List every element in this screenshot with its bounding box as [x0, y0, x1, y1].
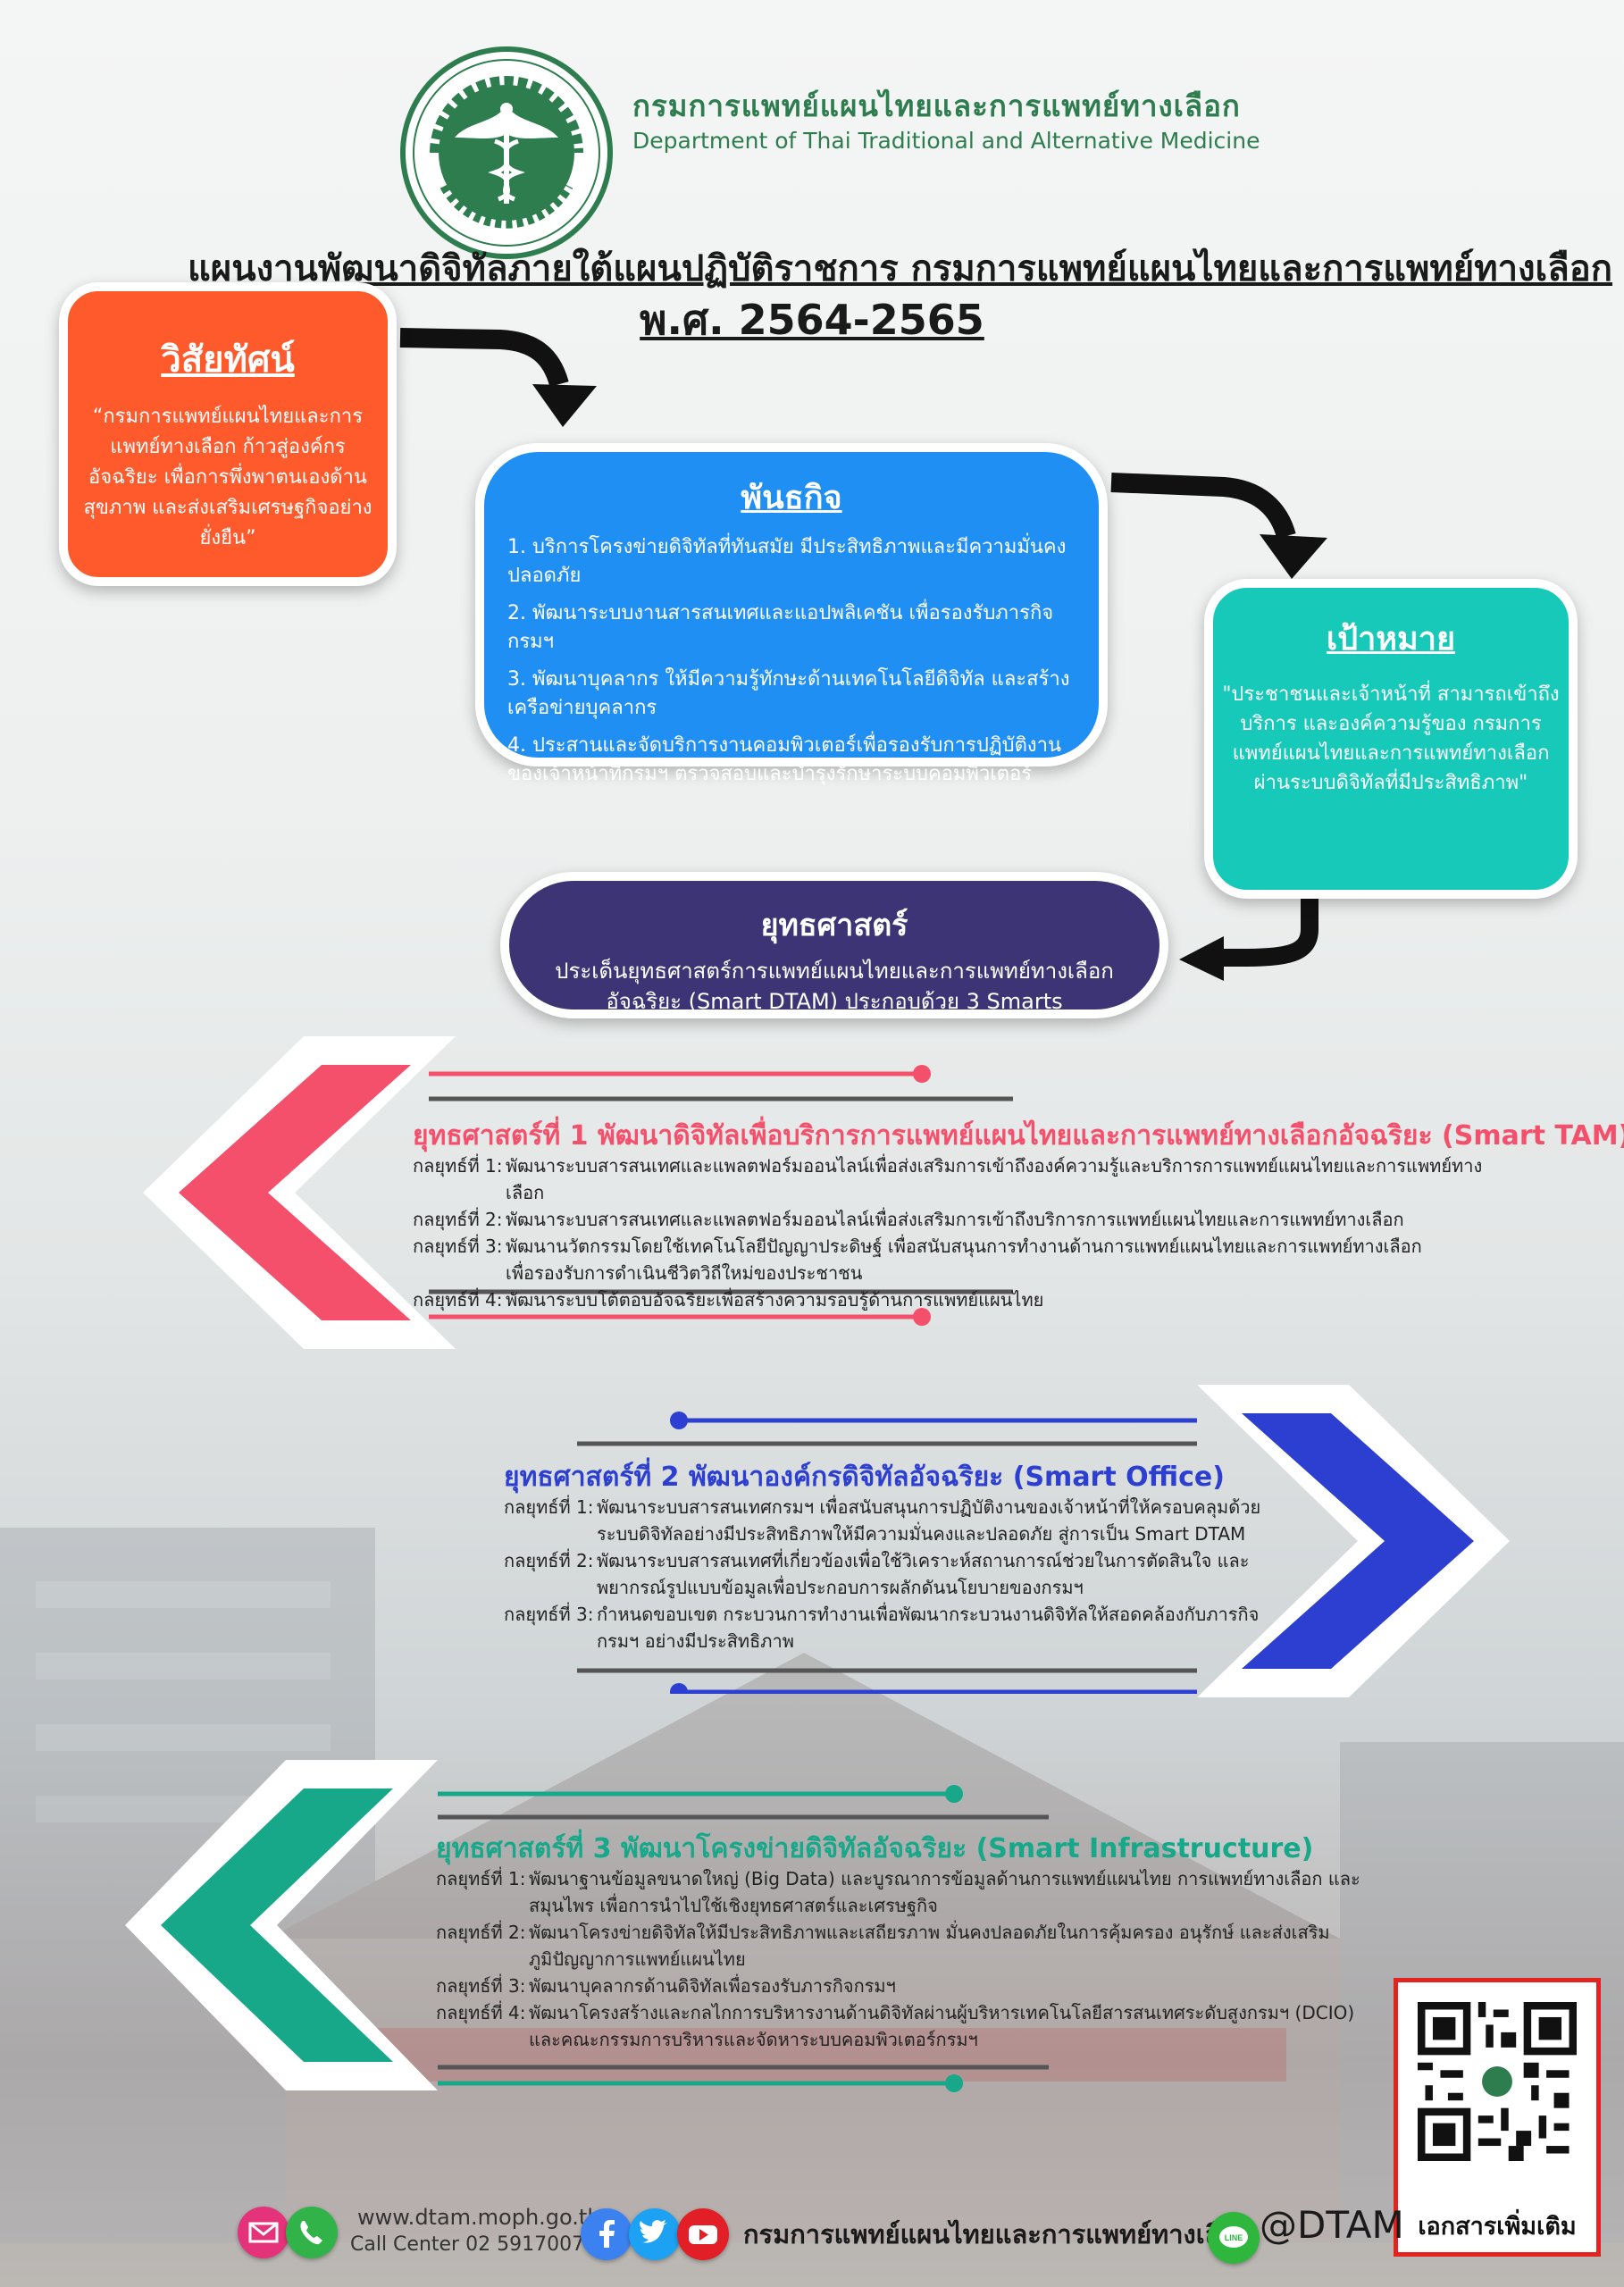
tactic-label: กลยุทธ์ที่ 1:: [504, 1496, 594, 1518]
tactic-item: กลยุทธ์ที่ 2:พัฒนาระบบสารสนเทศและแพลตฟอร…: [413, 1206, 1485, 1233]
strategy-2-chevron: [1197, 1385, 1510, 1697]
tactic-text: พัฒนาโครงสร้างและกลไกการบริหารงานด้านดิจ…: [529, 2002, 1355, 2050]
tactic-text: พัฒนาระบบสารสนเทศและแพลตฟอร์มออนไลน์เพื่…: [506, 1209, 1404, 1230]
tactic-label: กลยุทธ์ที่ 2:: [436, 1922, 526, 1943]
strategy-card: ยุทธศาสตร์ ประเด็นยุทธศาสตร์การแพทย์แผนไ…: [500, 872, 1168, 1018]
goal-heading: เป้าหมาย: [1326, 621, 1456, 658]
flow-arrows: [399, 328, 1327, 981]
twitter-icon[interactable]: [629, 2208, 681, 2260]
qr-code-panel[interactable]: เอกสารเพิ่มเติม: [1394, 1978, 1601, 2257]
youtube-icon[interactable]: [677, 2208, 729, 2260]
org-name-english: Department of Thai Traditional and Alter…: [632, 128, 1260, 154]
tactic-item: กลยุทธ์ที่ 3:พัฒนานวัตกรรมโดยใช้เทคโนโลย…: [413, 1233, 1452, 1286]
ministry-seal-logo: [400, 46, 613, 259]
tactic-text: พัฒนาระบบสารสนเทศและแพลตฟอร์มออนไลน์เพื่…: [506, 1155, 1483, 1203]
goal-text: "ประชาชนและเจ้าหน้าที่ สามารถเข้าถึงบริก…: [1222, 683, 1560, 794]
line-icon-label: LINE: [1225, 2233, 1243, 2242]
tactic-label: กลยุทธ์ที่ 3:: [413, 1236, 503, 1257]
mission-item: 4. ประสานและจัดบริการงานคอมพิวเตอร์เพื่อ…: [507, 734, 1061, 785]
tactic-text: พัฒนาบุคลากรด้านดิจิทัลเพื่อรองรับภารกิจ…: [529, 1975, 896, 1997]
strategy-2-tactics: กลยุทธ์ที่ 1:พัฒนาระบบสารสนเทศกรมฯ เพื่อ…: [504, 1494, 1281, 1655]
tactic-item: กลยุทธ์ที่ 2:พัฒนาระบบสารสนเทศที่เกี่ยวข…: [504, 1547, 1281, 1601]
tactic-item: กลยุทธ์ที่ 3:พัฒนาบุคลากรด้านดิจิทัลเพื่…: [436, 1973, 1383, 1999]
mission-item: 3. พัฒนาบุคลากร ให้มีความรู้ทักษะด้านเทค…: [507, 668, 1070, 719]
mission-item: 2. พัฒนาระบบงานสารสนเทศและแอปพลิเคชัน เพ…: [507, 602, 1054, 653]
tactic-item: กลยุทธ์ที่ 2:พัฒนาโครงข่ายดิจิทัลให้มีปร…: [436, 1919, 1383, 1973]
page-title: แผนงานพัฒนาดิจิทัลภายใต้แผนปฏิบัติราชการ…: [188, 248, 1612, 289]
mail-icon[interactable]: [238, 2207, 289, 2258]
strategy-heading: ยุทธศาสตร์: [760, 908, 908, 943]
qr-code-icon[interactable]: [1418, 2002, 1577, 2161]
strategy-3-title: ยุทธศาสตร์ที่ 3 พัฒนาโครงข่ายดิจิทัลอัจฉ…: [436, 1833, 1314, 1864]
tactic-text: พัฒนาระบบสารสนเทศกรมฯ เพื่อสนับสนุนการปฏ…: [597, 1496, 1261, 1545]
arrow-goal-to-strategy: [1215, 899, 1318, 967]
goal-card: เป้าหมาย "ประชาชนและเจ้าหน้าที่ สามารถเข…: [1204, 579, 1578, 899]
tactic-label: กลยุทธ์ที่ 2:: [413, 1209, 503, 1230]
tactic-label: กลยุทธ์ที่ 1:: [413, 1155, 503, 1177]
tactic-label: กลยุทธ์ที่ 4:: [413, 1289, 503, 1311]
mission-item: 1. บริการโครงข่ายดิจิทัลที่ทันสมัย มีประ…: [507, 536, 1067, 587]
tactic-item: กลยุทธ์ที่ 1:พัฒนาระบบสารสนเทศและแพลตฟอร…: [413, 1152, 1485, 1206]
strategy-2-title: ยุทธศาสตร์ที่ 2 พัฒนาองค์กรดิจิทัลอัจฉริ…: [504, 1462, 1225, 1493]
line-account-id[interactable]: @DTAM: [1260, 2203, 1404, 2247]
tactic-text: พัฒนาฐานข้อมูลขนาดใหญ่ (Big Data) และบูร…: [529, 1868, 1360, 1916]
arrow-vision-to-mission: [399, 328, 569, 388]
strategy-1-title: ยุทธศาสตร์ที่ 1 พัฒนาดิจิทัลเพื่อบริการก…: [413, 1120, 1624, 1152]
seal-emblem: [413, 59, 600, 247]
tactic-item: กลยุทธ์ที่ 3:กำหนดขอบเขต กระบวนการทำงานเ…: [504, 1601, 1281, 1655]
tactic-text: กำหนดขอบเขต กระบวนการทำงานเพื่อพัฒนากระบ…: [597, 1604, 1260, 1652]
footer-department-name: กรมการแพทย์แผนไทยและการแพทย์ทางเลือก: [743, 2219, 1252, 2249]
tactic-text: พัฒนาระบบสารสนเทศที่เกี่ยวข้องเพื่อใช้วิ…: [597, 1550, 1250, 1598]
facebook-icon[interactable]: [581, 2208, 632, 2260]
strategy-2-lines: [577, 1412, 1197, 1694]
website-link[interactable]: www.dtam.moph.go.th: [357, 2205, 601, 2230]
strategy-3-lines: [438, 1785, 1049, 2092]
tactic-text: พัฒนาระบบโต้ตอบอัจฉริยะเพื่อสร้างความรอบ…: [506, 1289, 1044, 1311]
tactic-text: พัฒนานวัตกรรมโดยใช้เทคโนโลยีปัญญาประดิษฐ…: [506, 1236, 1422, 1284]
tactic-item: กลยุทธ์ที่ 4:พัฒนาโครงสร้างและกลไกการบริ…: [436, 1999, 1383, 2053]
strategy-3-chevron: [125, 1760, 438, 2090]
strategy-1-lines: [429, 1065, 1013, 1326]
page-title-year: พ.ศ. 2564-2565: [640, 296, 984, 344]
tactic-text: พัฒนาโครงข่ายดิจิทัลให้มีประสิทธิภาพและเ…: [529, 1922, 1330, 1970]
tactic-label: กลยุทธ์ที่ 3:: [504, 1604, 594, 1625]
strategy-text: ประเด็นยุทธศาสตร์การแพทย์แผนไทยและการแพท…: [555, 959, 1114, 1014]
org-name-thai: กรมการแพทย์แผนไทยและการแพทย์ทางเลือก: [632, 88, 1241, 123]
strategy-1-chevron: [143, 1036, 456, 1349]
tactic-item: กลยุทธ์ที่ 4:พัฒนาระบบโต้ตอบอัจฉริยะเพื่…: [413, 1286, 1485, 1313]
line-icon[interactable]: LINE: [1208, 2212, 1260, 2264]
vision-text: “กรมการแพทย์แผนไทยและการแพทย์ทางเลือก ก้…: [83, 406, 373, 549]
tactic-label: กลยุทธ์ที่ 4:: [436, 2002, 526, 2023]
arrow-mission-to-goal: [1110, 473, 1296, 540]
vision-heading: วิสัยทัศน์: [161, 339, 295, 381]
mission-card: พันธกิจ 1. บริการโครงข่ายดิจิทัลที่ทันสม…: [475, 443, 1108, 785]
mission-heading: พันธกิจ: [741, 480, 842, 516]
phone-icon[interactable]: [286, 2207, 338, 2258]
strategy-1-tactics: กลยุทธ์ที่ 1:พัฒนาระบบสารสนเทศและแพลตฟอร…: [413, 1152, 1485, 1313]
vision-card: วิสัยทัศน์ “กรมการแพทย์แผนไทยและการแพทย์…: [59, 282, 397, 586]
strategy-3-tactics: กลยุทธ์ที่ 1:พัฒนาฐานข้อมูลขนาดใหญ่ (Big…: [436, 1865, 1383, 2053]
tactic-label: กลยุทธ์ที่ 2:: [504, 1550, 594, 1571]
tactic-label: กลยุทธ์ที่ 1:: [436, 1868, 526, 1889]
qr-code-label: เอกสารเพิ่มเติม: [1418, 2213, 1577, 2241]
tactic-item: กลยุทธ์ที่ 1:พัฒนาระบบสารสนเทศกรมฯ เพื่อ…: [504, 1494, 1281, 1547]
tactic-label: กลยุทธ์ที่ 3:: [436, 1975, 526, 1997]
call-center-text: Call Center 02 5917007: [350, 2233, 585, 2256]
tactic-item: กลยุทธ์ที่ 1:พัฒนาฐานข้อมูลขนาดใหญ่ (Big…: [436, 1865, 1383, 1919]
